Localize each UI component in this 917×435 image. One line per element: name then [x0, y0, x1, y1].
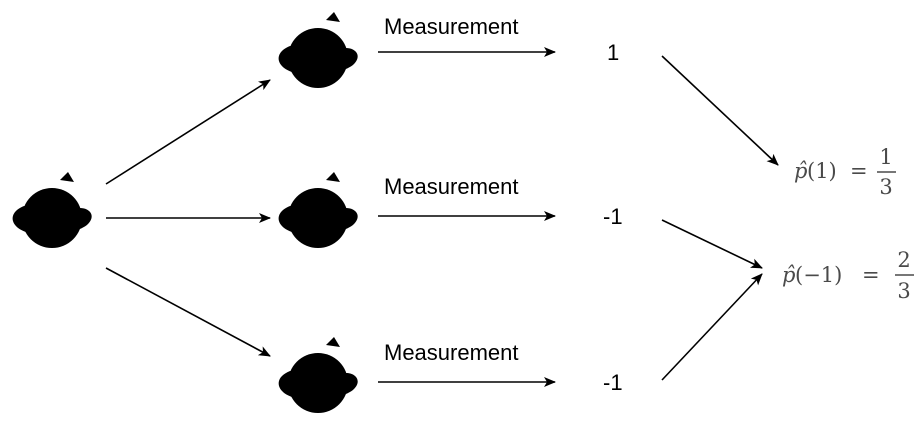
estimate-2-arg: (−1) — [795, 263, 842, 287]
estimate-1-numerator: 1 — [879, 145, 892, 169]
estimate-2-func: p̂ — [782, 263, 795, 287]
estimate-2-eq: = — [862, 263, 880, 287]
estimate-2-numerator: 2 — [897, 248, 910, 272]
estimate-p-of-1: p̂ (1) = 1 3 — [794, 145, 896, 199]
measurement-label-bottom: Measurement — [384, 340, 519, 365]
estimate-p-of-minus-1: p̂ (−1) = 2 3 — [782, 248, 914, 303]
estimate-1-denominator: 3 — [879, 175, 892, 199]
qubit-icon-middle — [278, 172, 358, 262]
source-qubit-icon — [12, 172, 92, 262]
arrow-outcome3-to-estimate2 — [661, 273, 763, 381]
arrow-outcome2-to-estimate2 — [661, 219, 763, 269]
outcome-top: 1 — [607, 40, 619, 65]
arrow-source-to-top — [105, 79, 271, 185]
arrow-source-to-bottom — [105, 267, 271, 357]
qubit-icon-top — [278, 12, 358, 102]
arrow-outcome1-to-estimate1 — [661, 55, 779, 166]
qubit-icon-bottom — [278, 337, 358, 427]
outcome-bottom: -1 — [603, 370, 623, 395]
measurement-label-top: Measurement — [384, 14, 519, 39]
measurement-label-middle: Measurement — [384, 174, 519, 199]
estimate-1-eq: = — [850, 159, 868, 183]
outcome-middle: -1 — [603, 204, 623, 229]
estimate-1-arg: (1) — [807, 159, 837, 183]
estimate-1-func: p̂ — [794, 159, 807, 183]
estimate-2-denominator: 3 — [897, 279, 910, 303]
